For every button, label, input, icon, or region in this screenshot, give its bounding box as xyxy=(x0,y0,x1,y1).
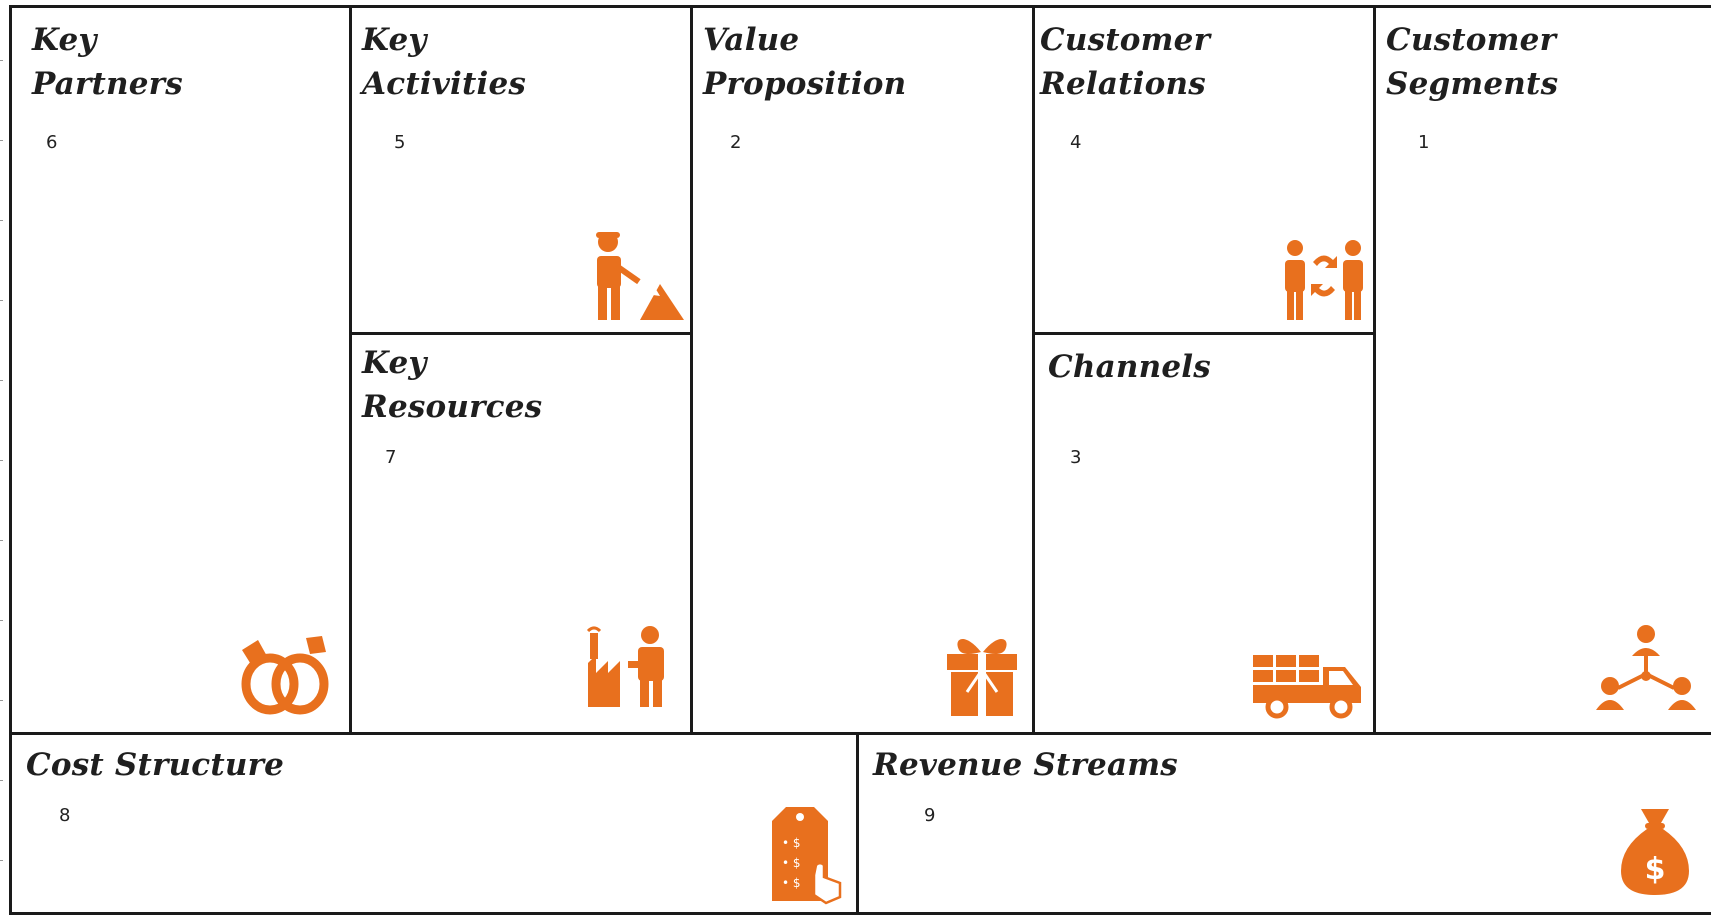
key-activities-cell: Key Activities 5 xyxy=(352,8,690,332)
edge-tick xyxy=(0,460,3,461)
border-lower xyxy=(9,732,1711,735)
title-line: Value xyxy=(703,22,800,58)
customer-segments-number: 1 xyxy=(1418,132,1430,153)
cost-structure-title: Cost Structure xyxy=(26,747,285,783)
border-col-1 xyxy=(349,5,352,735)
title-line: Proposition xyxy=(703,66,907,102)
key-partners-number: 6 xyxy=(46,132,58,153)
people-network-icon xyxy=(1596,624,1696,714)
svg-text:$: $ xyxy=(1645,852,1666,887)
wedding-rings-icon xyxy=(236,630,332,718)
channels-title: Channels xyxy=(1048,349,1211,385)
price-tag-icon: • $ • $ • $ xyxy=(768,805,844,905)
money-bag-icon: $ xyxy=(1617,807,1693,897)
customer-relations-number: 4 xyxy=(1070,132,1082,153)
edge-tick xyxy=(0,620,3,621)
edge-tick xyxy=(0,380,3,381)
customer-segments-title: Customer Segments xyxy=(1386,18,1558,106)
border-bottom-divider xyxy=(856,732,859,915)
key-resources-cell: Key Resources 7 xyxy=(352,335,690,732)
key-activities-title: Key Activities xyxy=(362,18,526,106)
title-line: Activities xyxy=(362,66,527,102)
edge-tick xyxy=(0,540,3,541)
revenue-streams-number: 9 xyxy=(924,805,936,826)
edge-tick xyxy=(0,860,3,861)
factory-worker-icon xyxy=(586,625,678,709)
key-resources-number: 7 xyxy=(385,447,397,468)
title-line: Key xyxy=(362,345,427,381)
delivery-truck-icon xyxy=(1251,653,1363,719)
edge-tick xyxy=(0,140,3,141)
title-line: Relations xyxy=(1040,66,1206,102)
title-line: Segments xyxy=(1386,66,1559,102)
worker-shovel-icon xyxy=(580,230,684,322)
value-proposition-cell: Value Proposition 2 xyxy=(693,8,1032,732)
cost-structure-cell: Cost Structure 8 • $ • $ • $ xyxy=(12,735,856,912)
customer-relations-title: Customer Relations xyxy=(1040,18,1210,106)
revenue-streams-title: Revenue Streams xyxy=(873,747,1178,783)
border-col-4 xyxy=(1373,5,1376,735)
edge-tick xyxy=(0,780,3,781)
customer-relations-cell: Customer Relations 4 xyxy=(1035,8,1373,332)
title-line: Resources xyxy=(362,389,543,425)
border-mid-right xyxy=(1033,332,1375,335)
cost-structure-number: 8 xyxy=(59,805,71,826)
border-mid-left xyxy=(350,332,692,335)
title-line: Key xyxy=(362,22,427,58)
value-proposition-title: Value Proposition xyxy=(703,18,906,106)
key-partners-title: Key Partners xyxy=(32,18,183,106)
border-bottom xyxy=(9,912,1711,915)
key-resources-title: Key Resources xyxy=(362,341,542,429)
edge-tick xyxy=(0,300,3,301)
border-col-3 xyxy=(1032,5,1035,735)
border-left xyxy=(9,5,12,915)
gift-box-icon xyxy=(945,632,1019,716)
title-line: Partners xyxy=(32,66,183,102)
channels-number: 3 xyxy=(1070,447,1082,468)
edge-tick xyxy=(0,60,3,61)
title-line: Key xyxy=(32,22,97,58)
svg-text:• $: • $ xyxy=(782,856,801,870)
people-exchange-icon xyxy=(1283,238,1365,322)
title-line: Customer xyxy=(1386,22,1557,58)
border-top xyxy=(9,5,1711,8)
title-line: Customer xyxy=(1040,22,1211,58)
revenue-streams-cell: Revenue Streams 9 $ xyxy=(859,735,1711,912)
key-partners-cell: Key Partners 6 xyxy=(12,8,349,732)
border-col-2 xyxy=(690,5,693,735)
svg-text:• $: • $ xyxy=(782,836,801,850)
edge-tick xyxy=(0,220,3,221)
svg-text:• $: • $ xyxy=(782,876,801,890)
value-proposition-number: 2 xyxy=(730,132,742,153)
customer-segments-cell: Customer Segments 1 xyxy=(1376,8,1711,732)
key-activities-number: 5 xyxy=(394,132,406,153)
channels-cell: Channels 3 xyxy=(1035,335,1373,732)
edge-tick xyxy=(0,700,3,701)
